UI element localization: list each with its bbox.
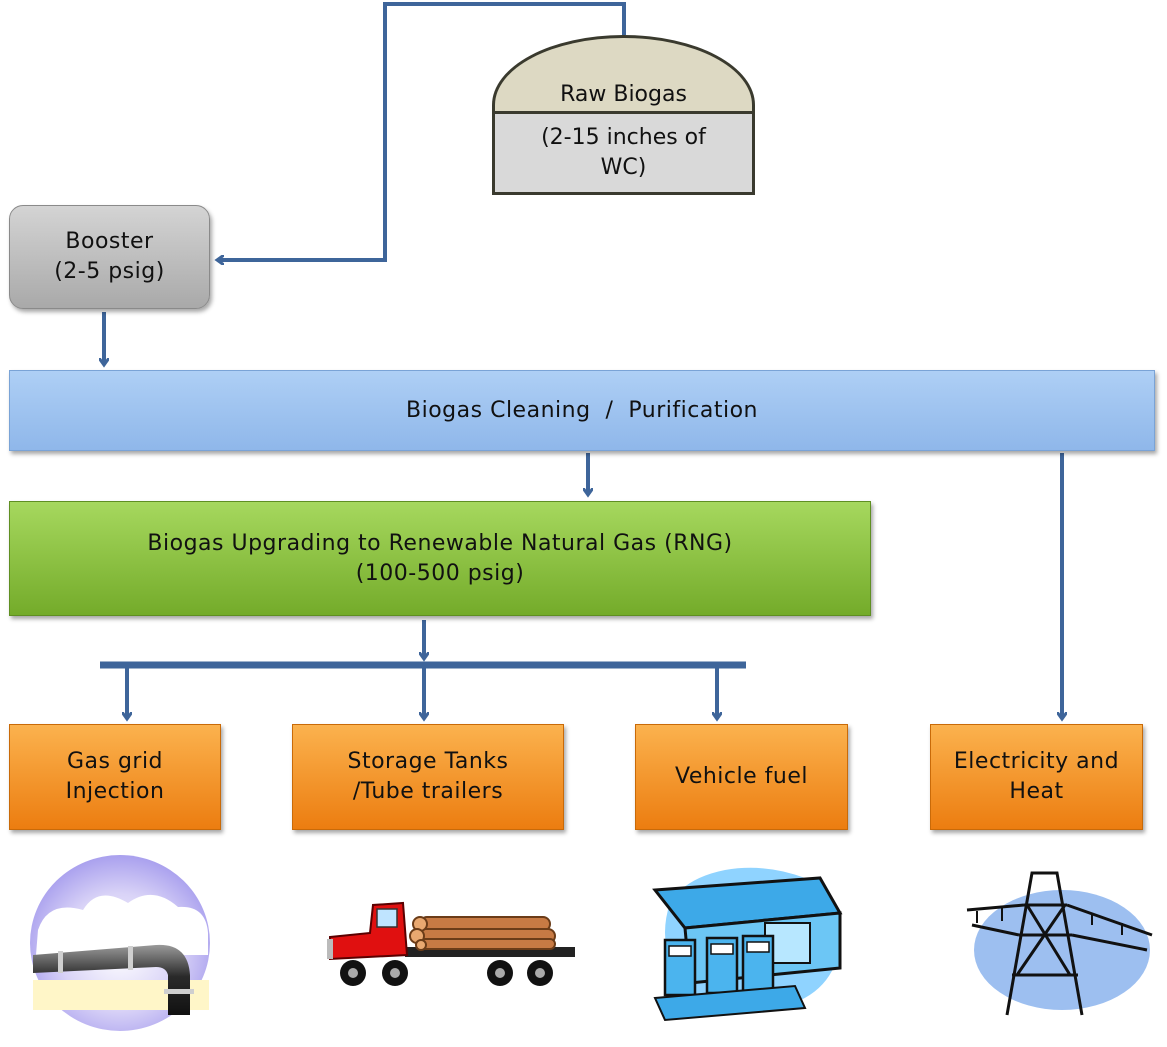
cleaning-box: Biogas Cleaning / Purification	[9, 370, 1155, 451]
upgrading-box: Biogas Upgrading to Renewable Natural Ga…	[9, 501, 871, 616]
raw-biogas-tank: Raw Biogas (2-15 inches of WC)	[492, 35, 755, 195]
upgrading-title: Biogas Upgrading to Renewable Natural Ga…	[147, 530, 733, 556]
pipeline-icon	[30, 855, 210, 1031]
output-gas-grid-line2: Injection	[65, 779, 165, 804]
upgrading-pressure: (100-500 psig)	[355, 560, 525, 586]
booster-pressure: (2-5 psig)	[54, 259, 165, 284]
output-electricity-heat: Electricity and Heat	[930, 724, 1143, 830]
output-vehicle-line1: Vehicle fuel	[674, 764, 808, 789]
raw-biogas-title: Raw Biogas	[492, 35, 755, 113]
raw-biogas-pressure: (2-15 inches of WC)	[492, 111, 755, 195]
output-vehicle-fuel: Vehicle fuel	[635, 724, 848, 830]
booster-box: Booster (2-5 psig)	[9, 205, 210, 309]
output-storage-line2: /Tube trailers	[352, 779, 504, 804]
output-storage-line1: Storage Tanks	[347, 749, 509, 774]
connector-tank-to-booster	[218, 2, 626, 260]
booster-title: Booster	[65, 229, 154, 254]
output-storage-tanks: Storage Tanks /Tube trailers	[292, 724, 564, 830]
log-truck-icon	[327, 901, 575, 986]
output-gas-grid-line1: Gas grid	[66, 749, 164, 774]
output-electricity-line1: Electricity and	[953, 749, 1120, 774]
cleaning-label: Biogas Cleaning / Purification	[406, 397, 758, 423]
output-electricity-line2: Heat	[1009, 779, 1064, 804]
power-tower-icon	[966, 871, 1153, 1016]
output-gas-grid: Gas grid Injection	[9, 724, 221, 830]
gas-station-icon	[652, 867, 843, 1022]
